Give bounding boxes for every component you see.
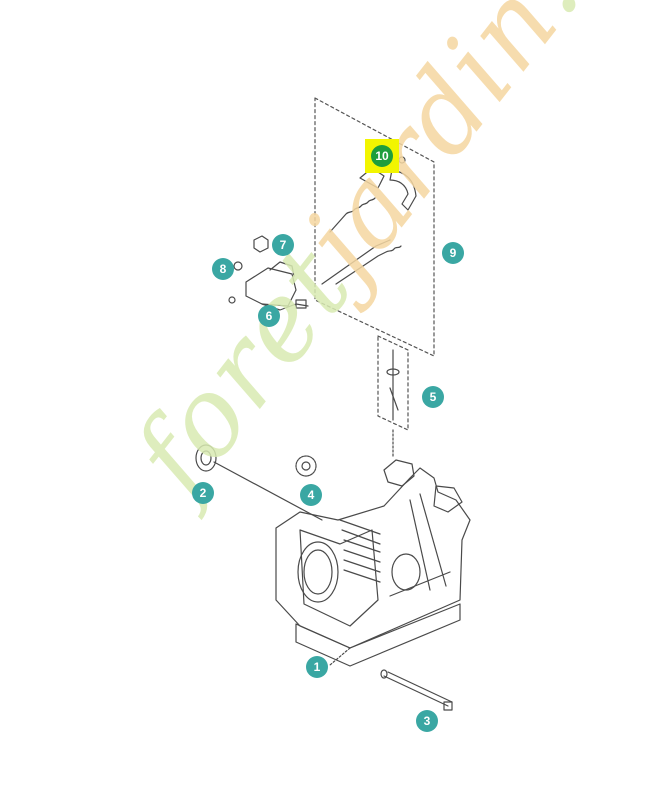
part-1-ribs <box>389 493 451 597</box>
callout-1[interactable]: 1 <box>306 656 328 678</box>
callout-8[interactable]: 8 <box>212 258 234 280</box>
callout-5[interactable]: 5 <box>422 386 444 408</box>
part-3-cap <box>380 669 388 679</box>
part-10-clip <box>359 167 417 211</box>
callout-9[interactable]: 9 <box>442 242 464 264</box>
part-1-body <box>275 467 471 649</box>
callout-3[interactable]: 3 <box>416 710 438 732</box>
link-rod-b <box>335 245 402 285</box>
part-2-seal <box>195 444 217 472</box>
small-washer-10 <box>398 156 406 164</box>
part-1-crank-opening <box>391 553 421 591</box>
part-8-screw <box>233 261 243 271</box>
part-1-fins <box>339 519 381 583</box>
part-6-bracket <box>245 267 297 307</box>
part-5-pin <box>389 387 399 411</box>
part-2-seal-inner <box>200 450 212 466</box>
spring-upper <box>329 197 376 233</box>
part-6-lever <box>269 261 295 277</box>
part-4-gear <box>295 455 317 477</box>
callout-2[interactable]: 2 <box>192 482 214 504</box>
part-6-washer <box>228 296 236 304</box>
callout-4[interactable]: 4 <box>300 484 322 506</box>
callout-6[interactable]: 6 <box>258 305 280 327</box>
part-5-washer <box>386 368 400 376</box>
part-4-gear-hub <box>301 461 311 471</box>
callout-10[interactable]: 10 <box>371 145 393 167</box>
callout-7[interactable]: 7 <box>272 234 294 256</box>
link-rod-a <box>321 239 391 285</box>
part-1-cylinder <box>299 529 379 627</box>
part-7-bolt <box>253 235 269 253</box>
part-3-pin-b <box>387 671 453 703</box>
part-6-knob <box>295 299 307 309</box>
group-box-9 <box>314 97 435 357</box>
part-3-pin <box>383 675 449 707</box>
leader-2 <box>213 461 323 521</box>
leader-1 <box>329 647 351 666</box>
part-1-bore-inner <box>303 549 333 595</box>
part-1-bearing-boss <box>433 485 463 513</box>
part-3-nut <box>443 701 453 711</box>
part-1-bore <box>297 541 339 603</box>
part-1-top-mount <box>383 459 415 487</box>
